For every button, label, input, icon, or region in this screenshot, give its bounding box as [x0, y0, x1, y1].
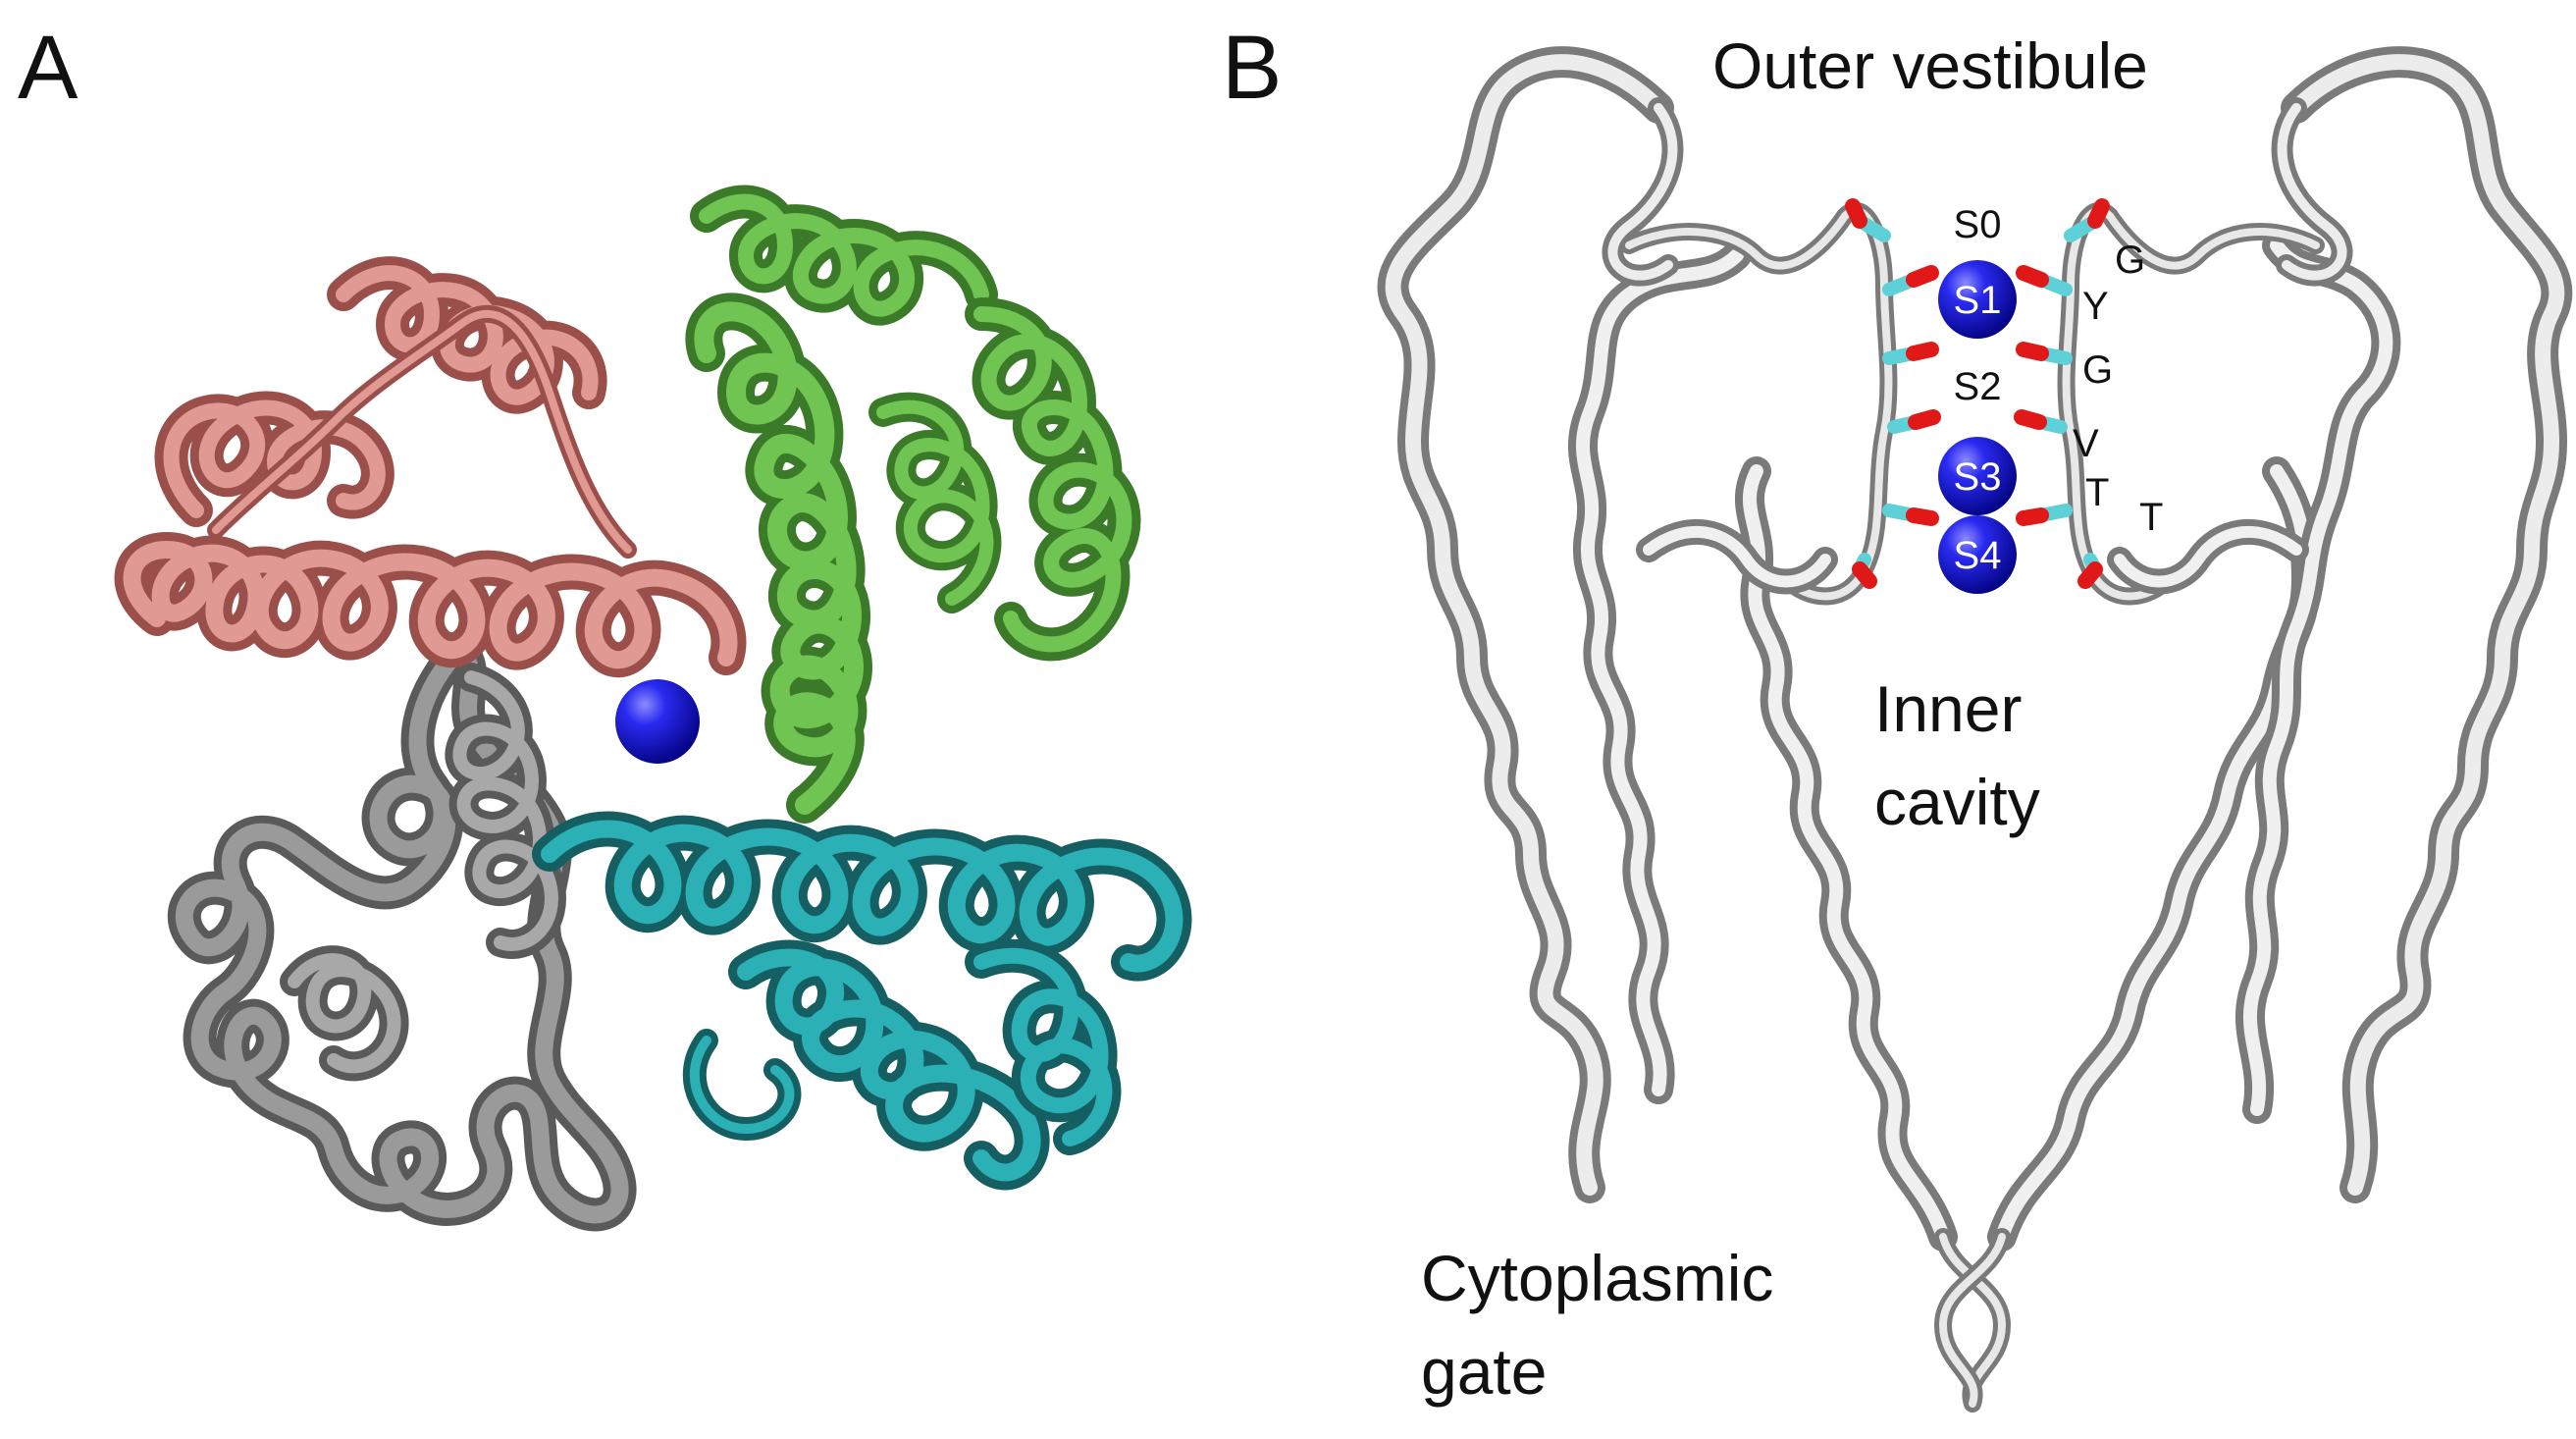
- inner-cavity-label-line1: Inner: [1874, 672, 2022, 745]
- filter-carbonyls: [1845, 198, 2110, 589]
- residue-label-g2: G: [2082, 348, 2113, 392]
- residue-label-y: Y: [2082, 285, 2109, 328]
- subunit-green: [685, 185, 1141, 824]
- residue-label-t2: T: [2139, 496, 2163, 539]
- subunit-teal: [532, 811, 1192, 1191]
- cytoplasmic-gate-label-line1: Cytoplasmic: [1421, 1242, 1773, 1314]
- outer-vestibule-label: Outer vestibule: [1712, 29, 2148, 102]
- subunit-pink: [114, 256, 747, 678]
- residue-label-v: V: [2073, 422, 2099, 465]
- carbonyls-right: [2014, 198, 2110, 589]
- panel-b-letter: B: [1222, 18, 1282, 118]
- filter-ions: [1938, 260, 2017, 594]
- subunit-gray: [167, 631, 637, 1232]
- residue-label-g1: G: [2115, 239, 2145, 282]
- ion-s1: [1938, 260, 2017, 339]
- site-label-s3: S3: [1954, 455, 2002, 499]
- site-label-s4: S4: [1954, 534, 2002, 577]
- panel-a-letter: A: [18, 18, 79, 118]
- site-label-s2: S2: [1954, 365, 2002, 408]
- residue-label-t1: T: [2085, 471, 2109, 514]
- site-label-s0: S0: [1954, 203, 2002, 246]
- potassium-ion: [615, 679, 700, 764]
- cytoplasmic-gate-label-line2: gate: [1421, 1335, 1547, 1408]
- carbonyls-left: [1845, 198, 1941, 589]
- ion-s4: [1938, 515, 2017, 594]
- panel-b: B: [1222, 18, 2573, 1412]
- panel-a: A: [18, 18, 1192, 1232]
- inner-cavity-label-line2: cavity: [1874, 766, 2040, 838]
- site-label-s1: S1: [1954, 279, 2002, 322]
- ion-s3: [1938, 437, 2017, 515]
- channel-ribbons: [1377, 46, 2573, 1412]
